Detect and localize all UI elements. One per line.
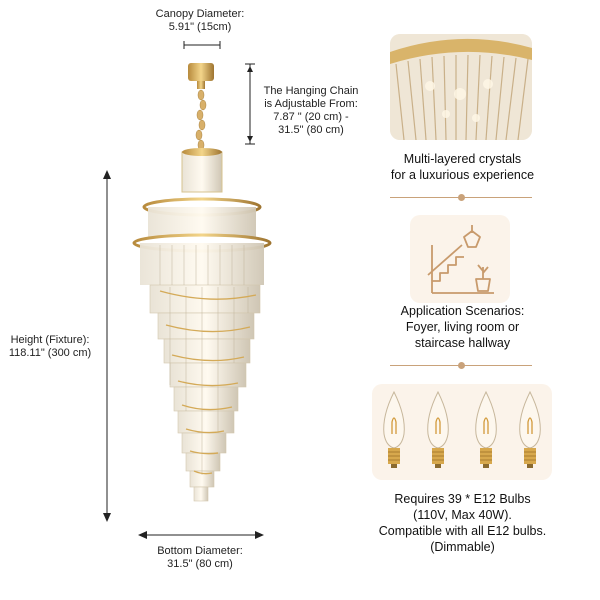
- canopy-width-marker: [182, 41, 222, 49]
- staircase-scene-icon: [427, 225, 494, 294]
- staircase-scene-tile: [410, 215, 510, 303]
- height-value: 118.11" (300 cm): [8, 347, 92, 359]
- height-label: Height (Fixture): 118.11" (300 cm): [0, 334, 100, 360]
- bottom-diameter-value: 31.5" (80 cm): [167, 558, 233, 570]
- canopy-diameter-label: Canopy Diameter: 5.91" (15cm): [135, 8, 265, 34]
- bulb-caption-line-3: Compatible with all E12 bulbs.: [378, 524, 547, 538]
- scenario-caption-line-1: Application Scenarios:: [400, 304, 525, 318]
- bulbs-image: [372, 384, 552, 480]
- divider-2: [390, 362, 532, 369]
- bottom-diameter-arrow: [138, 529, 264, 541]
- crystal-caption: Multi-layered crystals for a luxurious e…: [370, 151, 555, 183]
- chain-length-arrow: [244, 62, 256, 146]
- scenario-caption-line-3: staircase hallway: [414, 336, 511, 350]
- canopy-diameter-value: 5.91" (15cm): [168, 21, 232, 33]
- bottom-diameter-title: Bottom Diameter:: [157, 545, 243, 557]
- chain-line-3: 7.87 " (20 cm) -: [273, 111, 349, 123]
- bulb-caption: Requires 39 * E12 Bulbs (110V, Max 40W).…: [365, 491, 560, 555]
- divider-2-dot: [457, 362, 465, 369]
- crystal-caption-line-1: Multi-layered crystals: [403, 152, 522, 166]
- height-title: Height (Fixture):: [10, 334, 90, 346]
- crystal-caption-line-2: for a luxurious experience: [390, 168, 535, 182]
- chain-line-1: The Hanging Chain: [263, 85, 359, 97]
- divider-1-dot: [457, 194, 465, 201]
- crystal-closeup-image: [390, 34, 532, 140]
- chain-line-4: 31.5" (80 cm): [278, 124, 344, 136]
- bulb-caption-line-1: Requires 39 * E12 Bulbs: [394, 492, 531, 506]
- divider-1: [390, 194, 532, 201]
- scenario-caption-line-2: Foyer, living room or: [405, 320, 520, 334]
- bulb-caption-line-4: (Dimmable): [430, 540, 495, 554]
- bulb-caption-line-2: (110V, Max 40W).: [413, 508, 512, 522]
- scenario-caption: Application Scenarios: Foyer, living roo…: [370, 303, 555, 351]
- bottom-diameter-label: Bottom Diameter: 31.5" (80 cm): [130, 545, 270, 571]
- chain-length-label: The Hanging Chain is Adjustable From: 7.…: [256, 85, 366, 137]
- height-arrow: [101, 170, 113, 522]
- chain-line-2: is Adjustable From:: [264, 98, 358, 110]
- canopy-diameter-title: Canopy Diameter:: [155, 8, 245, 20]
- chandelier-image: [120, 55, 290, 515]
